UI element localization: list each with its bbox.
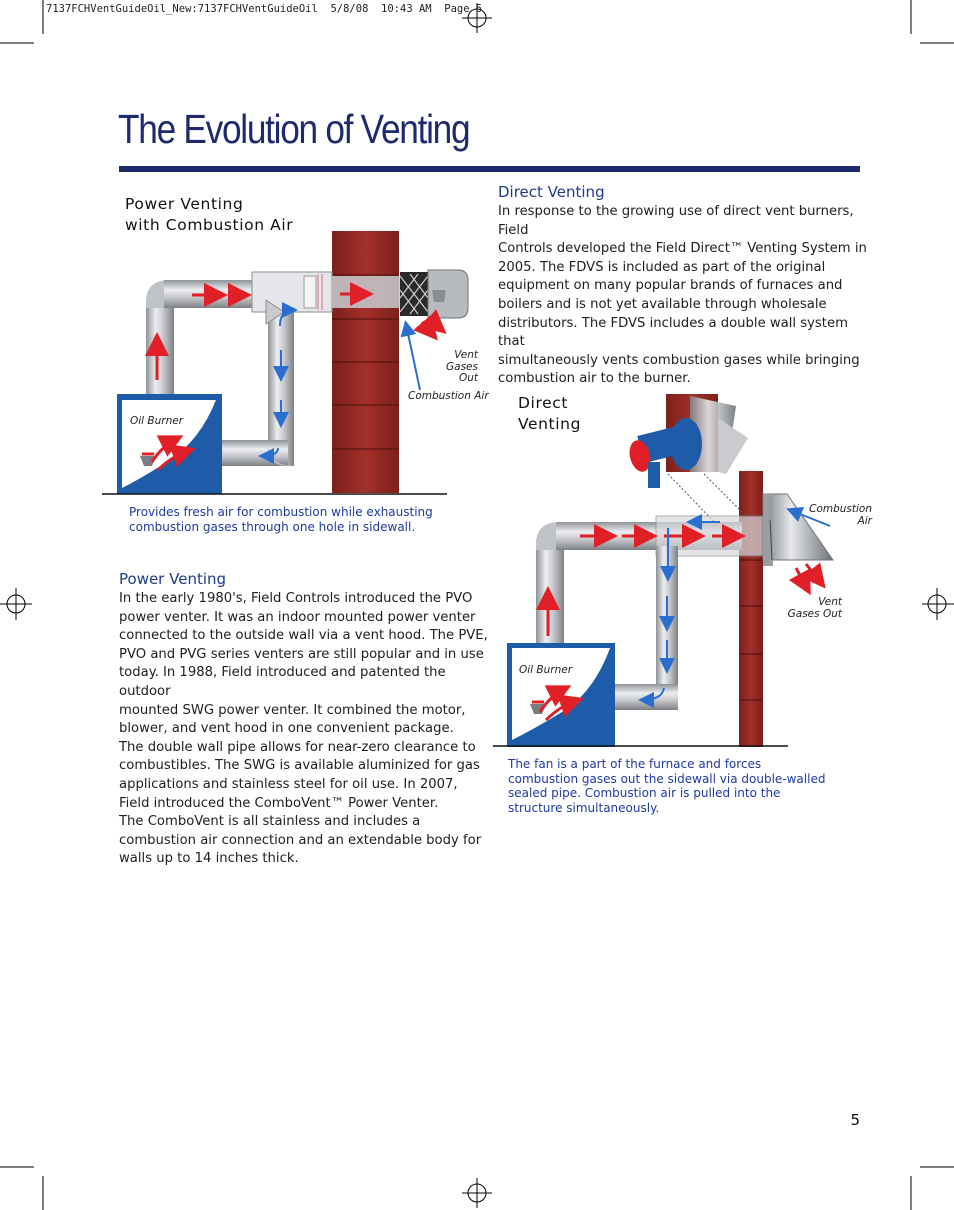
brick-wall-right [739,471,763,747]
power-venting-line: blower, and vent hood in one convenient … [119,721,454,737]
figure-right-title-line2: Venting [518,415,582,433]
label-vent-left-line1: Vent [454,349,478,361]
figure-left-title-line2: with Combustion Air [125,216,294,234]
flue-gas-arrows [145,282,447,472]
power-venting-heading: Power Venting [119,570,227,588]
label-combustion-air-left: Combustion Air [408,390,489,402]
label-combustion-right-line2: Air [857,514,872,527]
caption-right-line: structure simultaneously. [508,800,660,815]
power-venting-line: The ComboVent is all stainless and inclu… [119,814,421,830]
direct-venting-line: equipment on many popular brands of furn… [498,278,843,294]
figure-left-caption: Provides fresh air for combustion while … [129,505,433,534]
combustion-air-arrows-right [638,507,831,708]
power-venting-body: In the early 1980's, Field Controls intr… [119,590,489,869]
figure-right-caption: The fan is a part of the furnace and for… [508,757,825,815]
label-oil-burner-right: Oil Burner [519,664,573,676]
figure-right-title: Direct Venting [518,393,581,435]
direct-venting-line: distributors. The FDVS includes a double… [498,315,848,350]
combustion-air-pipe [268,300,294,466]
power-venting-line: power venter. It was an indoor mounted p… [119,609,476,625]
power-venting-line: combustion air connection and an extenda… [119,832,482,848]
power-venting-line: applications and stainless steel for oil… [119,776,458,792]
brick-wall [332,231,399,493]
flue-gas-arrows-right [536,524,826,722]
label-vent-right-line1: Vent [818,596,842,608]
caption-left-line2: combustion gases through one hole in sid… [129,519,416,534]
figure-right-title-line1: Direct [518,394,569,412]
caption-right-line: The fan is a part of the furnace and for… [508,757,762,771]
label-oil-burner-left: Oil Burner [130,415,184,427]
direct-venting-body: In response to the growing use of direct… [498,203,868,389]
caption-left-line1: Provides fresh air for combustion while … [129,505,433,519]
page-number: 5 [850,1111,860,1129]
figure-left-title-line1: Power Venting [125,195,244,213]
exhaust-pipe-right [536,540,564,650]
direct-venting-line: boilers and is not yet available through… [498,296,827,312]
vent-hood [399,269,469,319]
slug-line: 7137FCHVentGuideOil_New:7137FCHVentGuide… [46,3,483,15]
power-venting-line: In the early 1980's, Field Controls intr… [119,591,473,606]
power-venting-line: connected to the outside wall via a vent… [119,628,488,644]
direct-venting-heading: Direct Venting [498,183,605,201]
direct-venting-line: In response to the growing use of direct… [498,204,854,238]
direct-venting-line: simultaneously vents combustion gases wh… [498,352,860,368]
direct-venting-line: Controls developed the Field Direct™ Ven… [498,241,867,257]
vent-hood-right [762,493,834,566]
power-venting-line: PVO and PVG series venters are still pop… [119,646,484,662]
label-vent-gases-right: Vent Gases Out [784,596,842,620]
label-vent-right-line2: Gases Out [787,607,842,620]
label-vent-gases-left: Vent Gases Out [424,349,478,385]
direct-venting-line: 2005. The FDVS is included as part of th… [498,259,826,275]
label-combustion-right-line1: Combustion [809,503,872,515]
caption-right-line: combustion gases out the sidewall via do… [508,771,826,786]
figure-left-title: Power Venting with Combustion Air [125,194,293,236]
oil-burner-right [507,643,615,747]
direct-venting-line: combustion air to the burner. [498,371,691,387]
power-venting-line: The double wall pipe allows for near-zer… [119,739,476,755]
page-title: The Evolution of Venting [118,106,471,152]
power-venting-line: combustibles. The SWG is available alumi… [119,758,480,774]
power-venting-line: Field introduced the ComboVent™ Power Ve… [119,795,439,811]
caption-right-line: sealed pipe. Combustion air is pulled in… [508,786,781,801]
label-combustion-air-right: Combustion Air [806,503,872,527]
label-vent-left-line2: Gases Out [446,360,478,384]
power-venting-line: walls up to 14 inches thick. [119,851,299,867]
terminal-inset [629,394,761,531]
power-venting-line: mounted SWG power venter. It combined th… [119,702,466,718]
power-venting-line: today. In 1988, Field introduced and pat… [119,665,446,699]
combustion-air-arrows [258,302,421,464]
title-rule [119,166,860,172]
